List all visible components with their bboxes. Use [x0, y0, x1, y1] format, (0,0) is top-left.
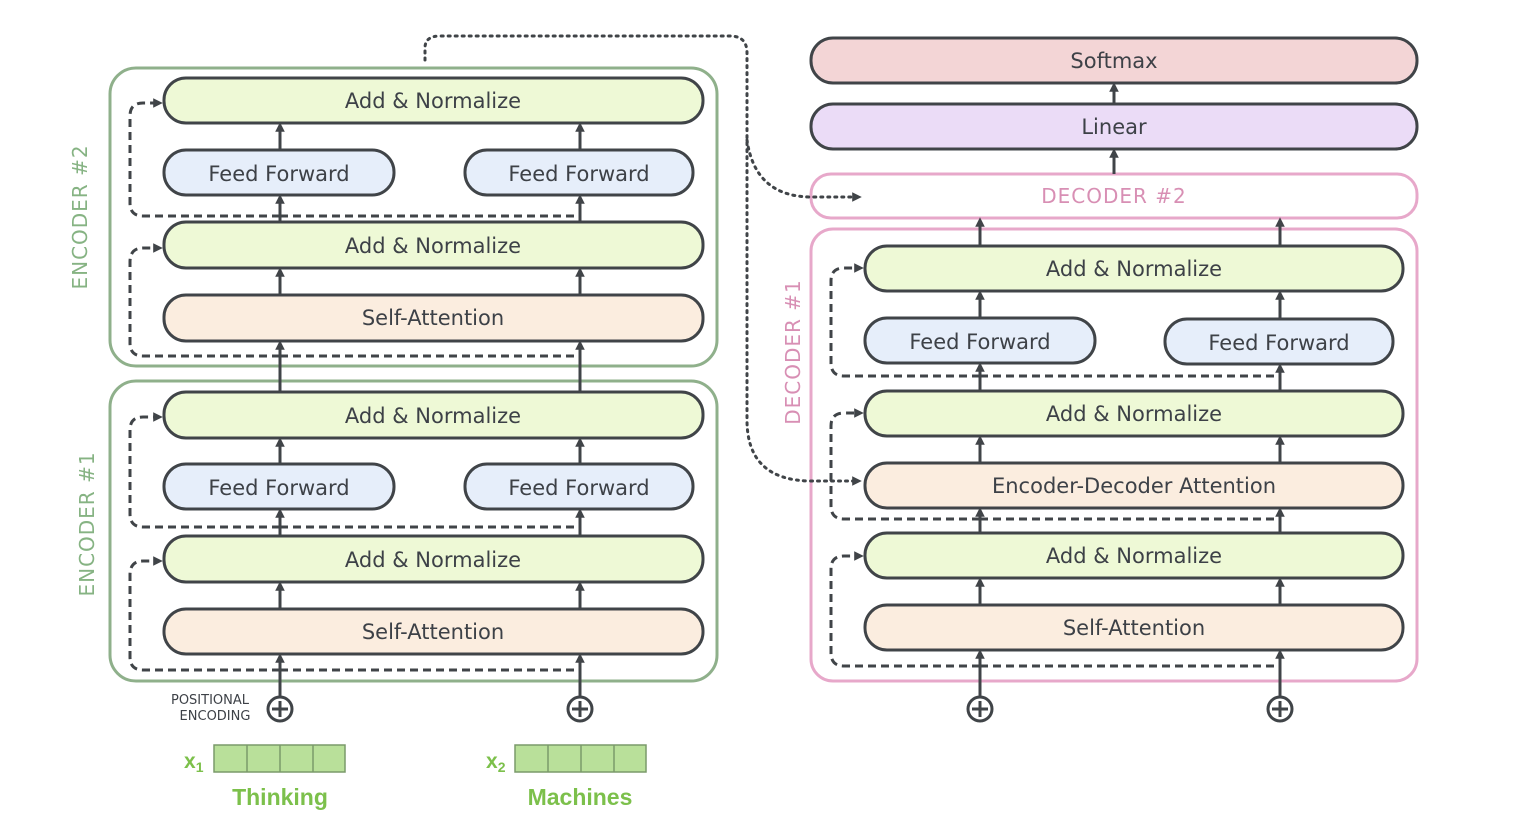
svg-text:Linear: Linear: [1081, 115, 1147, 139]
svg-text:x1: x1: [184, 750, 204, 775]
decoder-arrows: [975, 82, 1285, 696]
enc2-feed-forward-2: Feed Forward: [463, 148, 695, 197]
token-x1: x1: [184, 744, 346, 775]
enc2-self-attention: Self-Attention: [162, 293, 705, 343]
dec1-feed-forward-1: Feed Forward: [863, 316, 1097, 365]
encoder-2: Add & Normalize Feed Forward Feed Forwar…: [162, 76, 705, 343]
dec1-encoder-decoder-attention: Encoder-Decoder Attention: [863, 461, 1405, 510]
svg-text:Self-Attention: Self-Attention: [362, 306, 504, 330]
svg-text:DECODER #2: DECODER #2: [1041, 184, 1187, 208]
encoder-arrows: [275, 122, 585, 696]
svg-text:x2: x2: [486, 750, 506, 775]
dec1-self-attention: Self-Attention: [863, 603, 1405, 652]
svg-text:Add & Normalize: Add & Normalize: [1046, 257, 1222, 281]
dec1-add-normalize-middle: Add & Normalize: [863, 389, 1405, 438]
enc2-add-normalize-top: Add & Normalize: [162, 76, 705, 125]
positional-encoding-label-1: POSITIONAL: [171, 693, 250, 708]
svg-text:Feed Forward: Feed Forward: [208, 162, 349, 186]
svg-text:Add & Normalize: Add & Normalize: [345, 548, 521, 572]
enc-plus-2: [566, 695, 594, 723]
svg-text:Add & Normalize: Add & Normalize: [1046, 544, 1222, 568]
dec1-add-normalize-bottom: Add & Normalize: [863, 531, 1405, 580]
decoder-1-label: DECODER #1: [781, 279, 805, 425]
encoder-2-label: ENCODER #2: [68, 144, 92, 289]
enc1-self-attention: Self-Attention: [162, 607, 705, 656]
word-machines: Machines: [528, 784, 633, 810]
svg-text:Add & Normalize: Add & Normalize: [345, 234, 521, 258]
svg-text:Add & Normalize: Add & Normalize: [1046, 402, 1222, 426]
enc2-feed-forward-1: Feed Forward: [162, 148, 396, 197]
encoder-output-connections: [423, 34, 862, 486]
svg-text:Add & Normalize: Add & Normalize: [345, 404, 521, 428]
dec-plus-1: [966, 695, 994, 723]
positional-encoding-label-2: ENCODING: [180, 709, 251, 724]
svg-text:Feed Forward: Feed Forward: [508, 162, 649, 186]
svg-text:Add & Normalize: Add & Normalize: [345, 89, 521, 113]
svg-text:Self-Attention: Self-Attention: [1063, 616, 1205, 640]
dec-plus-2: [1266, 695, 1294, 723]
encoder-1: Add & Normalize Feed Forward Feed Forwar…: [162, 390, 705, 656]
decoder-residuals: [829, 263, 1280, 668]
dec1-add-normalize-top: Add & Normalize: [863, 244, 1405, 293]
encoder-residuals: [128, 98, 580, 672]
svg-text:Feed Forward: Feed Forward: [508, 476, 649, 500]
enc-plus-1: [266, 695, 294, 723]
linear-box: Linear: [809, 102, 1419, 151]
enc1-feed-forward-1: Feed Forward: [162, 462, 396, 511]
enc2-add-normalize-bottom: Add & Normalize: [162, 220, 705, 270]
enc1-add-normalize-top: Add & Normalize: [162, 390, 705, 440]
enc1-feed-forward-2: Feed Forward: [463, 462, 695, 511]
svg-text:Softmax: Softmax: [1070, 49, 1157, 73]
encoder-2-container: [108, 66, 719, 368]
decoder-2-box: DECODER #2: [809, 172, 1419, 220]
token-x2: x2: [486, 744, 647, 775]
svg-text:Self-Attention: Self-Attention: [362, 620, 504, 644]
enc1-add-normalize-bottom: Add & Normalize: [162, 534, 705, 584]
word-thinking: Thinking: [232, 784, 328, 810]
svg-text:Feed Forward: Feed Forward: [1208, 331, 1349, 355]
decoder-1-container: [809, 227, 1419, 683]
encoder-1-label: ENCODER #1: [75, 451, 99, 596]
encoder-1-container: [108, 379, 719, 683]
svg-text:Encoder-Decoder Attention: Encoder-Decoder Attention: [992, 474, 1276, 498]
dec1-feed-forward-2: Feed Forward: [1163, 317, 1395, 366]
svg-text:Feed Forward: Feed Forward: [909, 330, 1050, 354]
svg-text:Feed Forward: Feed Forward: [208, 476, 349, 500]
softmax-box: Softmax: [809, 36, 1419, 85]
decoder-1: Add & Normalize Feed Forward Feed Forwar…: [863, 244, 1405, 652]
